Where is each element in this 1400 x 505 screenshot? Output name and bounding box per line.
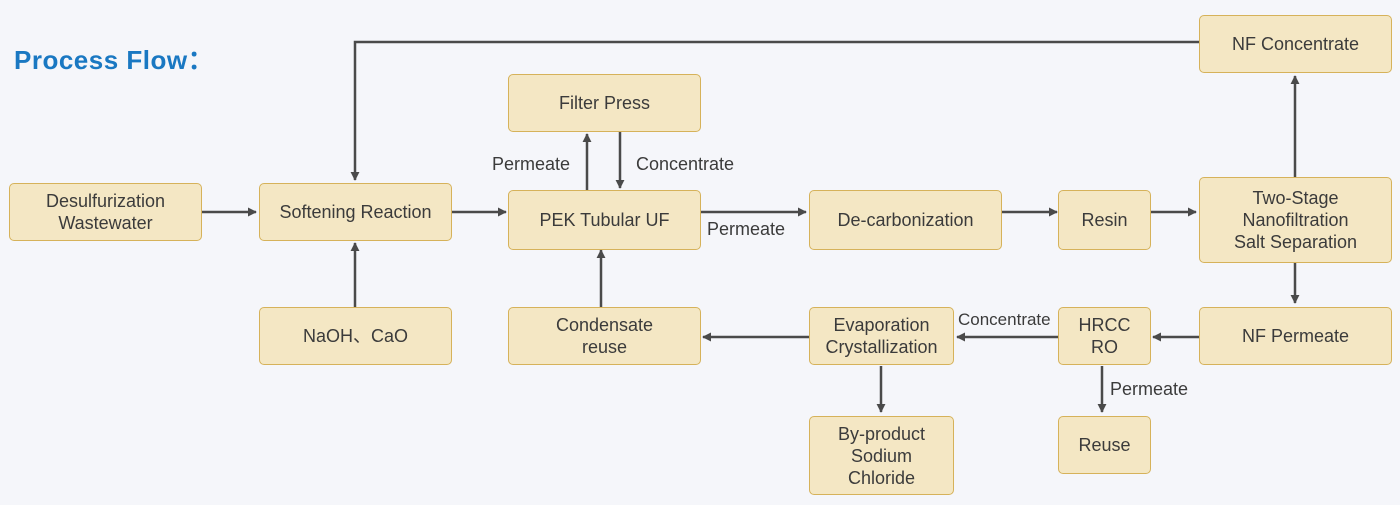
node-decarbonization: De-carbonization [809,190,1002,250]
node-evaporation-crystallization: Evaporation Crystallization [809,307,954,365]
node-pek-tubular-uf: PEK Tubular UF [508,190,701,250]
label-ro-concentrate: Concentrate [958,310,1051,329]
node-resin: Resin [1058,190,1151,250]
label-press-concentrate-to-uf: Concentrate [636,154,735,174]
node-nf-permeate: NF Permeate [1199,307,1392,365]
node-naoh-cao: NaOH、CaO [259,307,452,365]
page-title: Process Flow： [14,45,215,75]
label-ro-permeate: Permeate [1110,379,1189,399]
node-reuse: Reuse [1058,416,1151,474]
node-hrcc-ro: HRCC RO [1058,307,1151,365]
node-condensate-reuse: Condensate reuse [508,307,701,365]
node-byproduct-sodium-chloride: By-product Sodium Chloride [809,416,954,495]
node-softening-reaction: Softening Reaction [259,183,452,241]
node-two-stage-nanofiltration: Two-Stage Nanofiltration Salt Separation [1199,177,1392,263]
arrow-nf-concentrate-to-softening [350,40,1199,181]
label-uf-permeate-to-decarb: Permeate [707,219,786,239]
label-uf-permeate-to-press: Permeate [492,154,571,174]
node-desulfurization-wastewater: Desulfurization Wastewater [9,183,202,241]
node-nf-concentrate: NF Concentrate [1199,15,1392,73]
node-filter-press: Filter Press [508,74,701,132]
